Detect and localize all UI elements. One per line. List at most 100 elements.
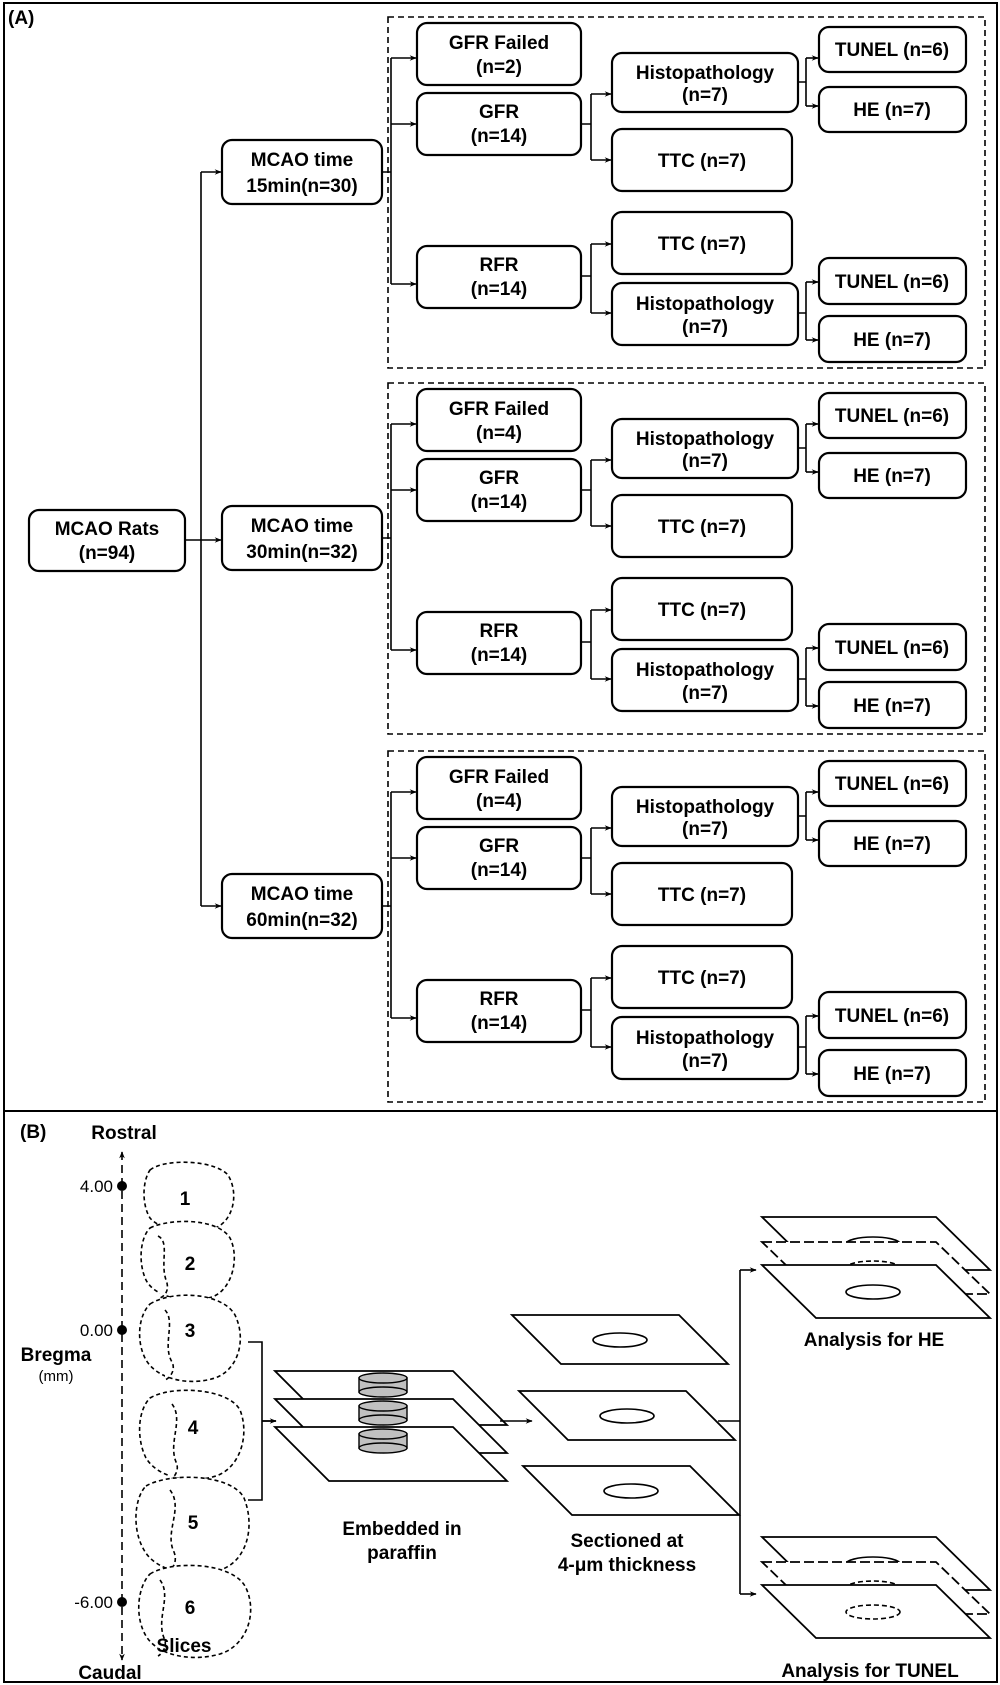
slice-5: 5	[135, 1476, 250, 1575]
rfr-histo-line1: Histopathology	[636, 660, 775, 681]
he-analysis-stack: Analysis for HE	[759, 1216, 993, 1351]
histo-connector	[798, 1016, 807, 1074]
gfr-line2: (n=14)	[471, 492, 528, 513]
panel-a-label: (A)	[8, 8, 34, 29]
rfr-node: RFR (n=14)	[415, 610, 583, 676]
rfr-line2: (n=14)	[471, 645, 528, 666]
root-line1: MCAO Rats	[55, 519, 160, 540]
rfr-ttc-node: TTC (n=7)	[610, 576, 794, 642]
section-sheets: Sectioned at 4-μm thickness	[509, 1314, 742, 1576]
gfr-ttc-label: TTC (n=7)	[658, 885, 746, 906]
gfr-node: GFR (n=14)	[415, 457, 583, 523]
gfr-he-node: HE (n=7)	[817, 451, 968, 500]
gfr-failed-node: GFR Failed (n=4)	[415, 755, 583, 821]
rfr-line2: (n=14)	[471, 279, 528, 300]
bregma-label: Bregma	[21, 1345, 92, 1366]
section-outline	[592, 1332, 648, 1348]
rfr-tunel-node: TUNEL (n=6)	[817, 256, 968, 306]
rostral-label: Rostral	[91, 1123, 156, 1144]
gfr-ttc-node: TTC (n=7)	[610, 127, 794, 193]
gfr-node: GFR (n=14)	[415, 825, 583, 891]
rfr-he-node: HE (n=7)	[817, 680, 968, 730]
gfr-line1: GFR	[479, 102, 519, 123]
gfr-ttc-label: TTC (n=7)	[658, 517, 746, 538]
embedded-line1: Embedded in	[342, 1519, 461, 1540]
histo-connector	[798, 792, 807, 840]
slice-number: 4	[188, 1418, 199, 1439]
paraffin-cylinder	[358, 1372, 408, 1454]
histo-connector	[798, 648, 807, 706]
group-dashed-frame	[387, 750, 986, 1103]
gfr-failed-node: GFR Failed (n=2)	[415, 21, 583, 87]
gfr-tunel-label: TUNEL (n=6)	[835, 40, 949, 61]
time-line2: 30min(n=32)	[246, 542, 357, 563]
time-line1: MCAO time	[251, 884, 353, 905]
root-node: MCAO Rats (n=94)	[27, 508, 187, 573]
gfr-histopathology-node: Histopathology (n=7)	[610, 51, 800, 114]
gfr-histo-line2: (n=7)	[682, 85, 728, 106]
gfr-line1: GFR	[479, 836, 519, 857]
gfr-failed-line2: (n=4)	[476, 791, 522, 812]
histo-connector	[798, 424, 807, 472]
slice-number: 5	[188, 1513, 199, 1534]
slice-2: 2	[140, 1220, 236, 1301]
rfr-histo-line2: (n=7)	[682, 683, 728, 704]
gfr-histo-line1: Histopathology	[636, 797, 775, 818]
rfr-he-node: HE (n=7)	[817, 314, 968, 364]
rfr-he-label: HE (n=7)	[853, 1064, 931, 1085]
gfr-line2: (n=14)	[471, 860, 528, 881]
group-dashed-frame	[387, 16, 986, 369]
rfr-line1: RFR	[479, 255, 518, 276]
time-node: MCAO time 60min(n=32)	[220, 872, 384, 940]
group-dashed-frame	[387, 382, 986, 735]
caudal-label: Caudal	[78, 1663, 141, 1684]
section-sheet	[509, 1314, 731, 1365]
rfr-histopathology-node: Histopathology (n=7)	[610, 647, 800, 713]
tick-dot-bottom	[117, 1597, 127, 1607]
time-connector	[382, 792, 392, 1018]
gfr-failed-line2: (n=4)	[476, 423, 522, 444]
time-line2: 15min(n=30)	[246, 176, 357, 197]
gfr-histo-line1: Histopathology	[636, 429, 775, 450]
rfr-histo-line2: (n=7)	[682, 1051, 728, 1072]
rfr-connector	[581, 244, 592, 313]
sectioned-line1: Sectioned at	[571, 1531, 685, 1552]
rfr-connector	[581, 610, 592, 679]
gfr-ttc-node: TTC (n=7)	[610, 493, 794, 559]
panel-b-label: (B)	[20, 1122, 46, 1143]
rfr-ttc-label: TTC (n=7)	[658, 234, 746, 255]
section-outline	[603, 1483, 659, 1499]
gfr-histopathology-node: Histopathology (n=7)	[610, 417, 800, 480]
section-sheet	[520, 1465, 742, 1516]
gfr-line2: (n=14)	[471, 126, 528, 147]
rfr-he-label: HE (n=7)	[853, 696, 931, 717]
gfr-node: GFR (n=14)	[415, 91, 583, 157]
analysis-tunel-label: Analysis for TUNEL	[781, 1661, 959, 1682]
time-connector	[382, 424, 392, 650]
gfr-connector	[581, 460, 592, 526]
gfr-he-label: HE (n=7)	[853, 834, 931, 855]
rfr-ttc-label: TTC (n=7)	[658, 600, 746, 621]
sheet	[272, 1426, 510, 1482]
gfr-tunel-label: TUNEL (n=6)	[835, 774, 949, 795]
slice-6: 6	[137, 1564, 252, 1659]
tick-0: 0.00	[80, 1321, 113, 1340]
group-15min: MCAO time 15min(n=30) GFR Failed (n=2) G…	[220, 16, 986, 369]
gfr-failed-node: GFR Failed (n=4)	[415, 387, 583, 453]
rfr-tunel-node: TUNEL (n=6)	[817, 622, 968, 672]
gfr-failed-line1: GFR Failed	[449, 399, 549, 420]
rfr-connector	[581, 978, 592, 1047]
group-60min: MCAO time 60min(n=32) GFR Failed (n=4) G…	[220, 750, 986, 1103]
rfr-histopathology-node: Histopathology (n=7)	[610, 1015, 800, 1081]
gfr-histo-line1: Histopathology	[636, 63, 775, 84]
tick-dot-top	[117, 1181, 127, 1191]
gfr-failed-line1: GFR Failed	[449, 767, 549, 788]
rfr-he-node: HE (n=7)	[817, 1048, 968, 1098]
rfr-tunel-node: TUNEL (n=6)	[817, 990, 968, 1040]
rostral-caudal-axis: Rostral Caudal 4.00 0.00 -6.00 Bregma (m…	[21, 1123, 157, 1684]
gfr-failed-line2: (n=2)	[476, 57, 522, 78]
slice-3: 3	[138, 1294, 242, 1383]
histo-connector	[798, 58, 807, 106]
tick-4: 4.00	[80, 1177, 113, 1196]
rfr-ttc-node: TTC (n=7)	[610, 210, 794, 276]
